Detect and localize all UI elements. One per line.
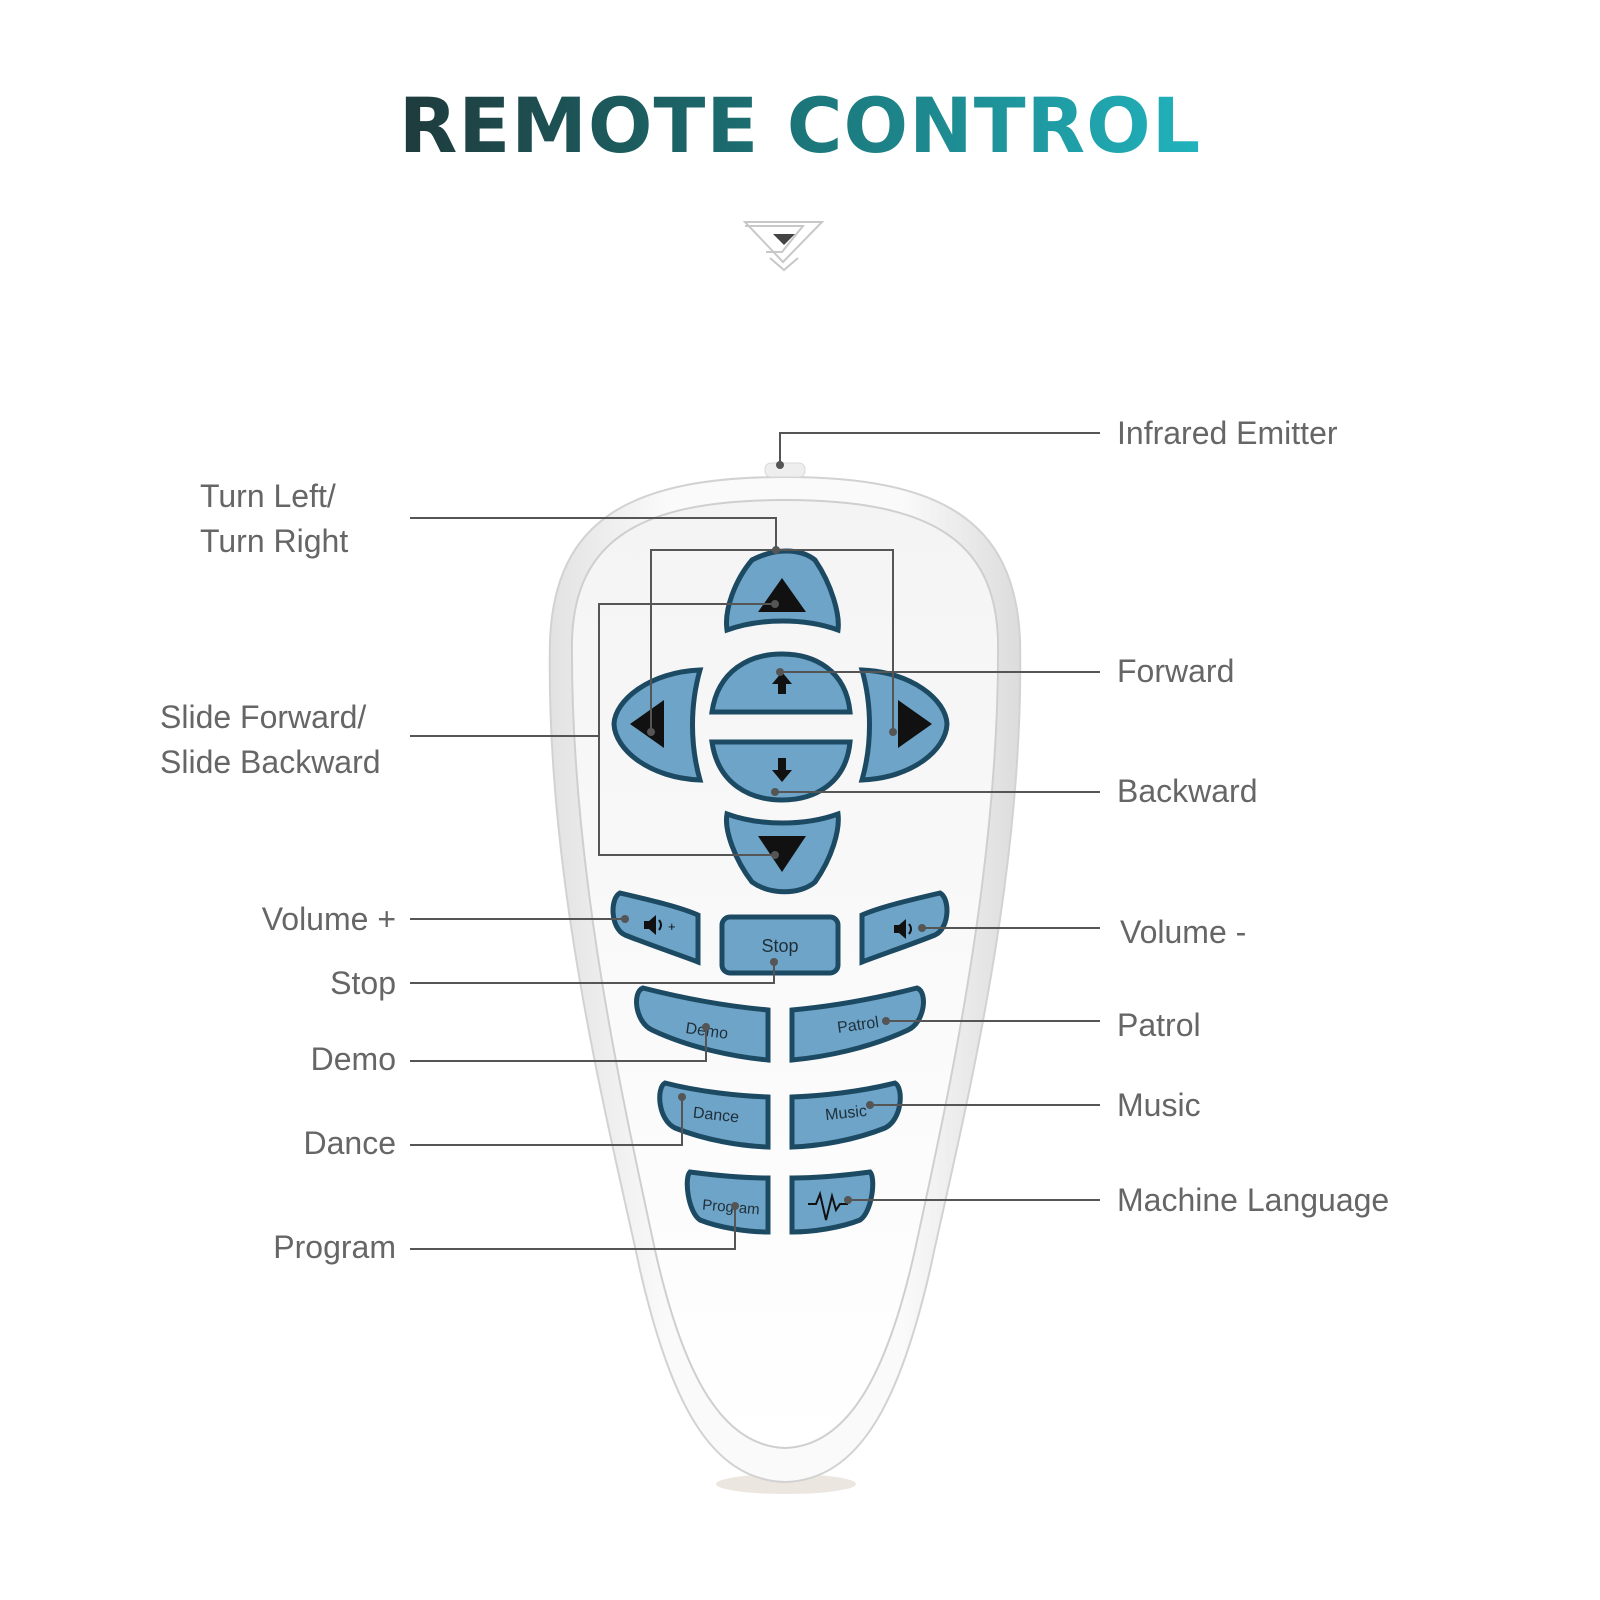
- demo-button[interactable]: [634, 985, 771, 1063]
- leader-demo: [410, 1027, 707, 1062]
- arrow-down-icon: [772, 758, 792, 782]
- label-music: Music: [1117, 1087, 1201, 1123]
- label-program: Program: [273, 1229, 396, 1265]
- label-demo: Demo: [310, 1041, 396, 1077]
- stop-button-label: Stop: [761, 936, 798, 956]
- label-slide-line2: Slide Backward: [160, 744, 381, 780]
- label-infrared-emitter: Infrared Emitter: [1117, 415, 1338, 451]
- label-machine-language: Machine Language: [1117, 1182, 1390, 1218]
- leader-lines: [410, 432, 1100, 1250]
- leader-slide-bracket: [598, 603, 775, 856]
- label-stop: Stop: [330, 965, 396, 1001]
- label-dance: Dance: [303, 1125, 397, 1161]
- arrow-up-icon: [772, 672, 792, 694]
- leader-infrared: [779, 432, 1100, 465]
- speaker-plus-icon: +: [644, 915, 676, 935]
- leader-program: [410, 1206, 736, 1250]
- waveform-icon: [808, 1190, 848, 1221]
- label-turn-left-line2: Turn Right: [200, 523, 349, 559]
- leader-dance: [410, 1097, 683, 1146]
- patrol-button[interactable]: [789, 985, 926, 1063]
- title-divider: [470, 221, 1105, 272]
- dance-button-label: Dance: [692, 1105, 740, 1127]
- triangle-right-icon: [898, 700, 932, 748]
- leader-stop: [410, 962, 775, 984]
- stop-button[interactable]: [719, 914, 841, 976]
- label-backward: Backward: [1117, 773, 1258, 809]
- label-slide-line1: Slide Forward/: [160, 699, 367, 735]
- leader-dots: [621, 461, 926, 1210]
- triangle-down-icon: [758, 836, 806, 872]
- label-turn-left: Turn Left/ Turn Right: [200, 474, 396, 564]
- patrol-button-label: Patrol: [836, 1014, 880, 1037]
- svg-text:+: +: [668, 919, 676, 934]
- program-button-label: Program: [702, 1197, 761, 1219]
- label-slide: Slide Forward/ Slide Backward: [160, 695, 396, 785]
- music-button-label: Music: [824, 1103, 867, 1124]
- label-forward: Forward: [1117, 653, 1235, 689]
- label-volume-minus: Volume -: [1120, 914, 1247, 950]
- label-turn-left-line1: Turn Left/: [200, 478, 336, 514]
- speaker-minus-icon: [894, 919, 912, 939]
- triangle-left-icon: [630, 700, 664, 748]
- page-title: REMOTE CONTROL: [398, 81, 1202, 170]
- leader-turn: [410, 517, 777, 550]
- dance-button[interactable]: [657, 1080, 771, 1150]
- label-patrol: Patrol: [1117, 1007, 1201, 1043]
- label-volume-plus: Volume +: [261, 901, 396, 937]
- button-glyphs: +: [630, 578, 932, 1221]
- program-button[interactable]: [684, 1169, 771, 1235]
